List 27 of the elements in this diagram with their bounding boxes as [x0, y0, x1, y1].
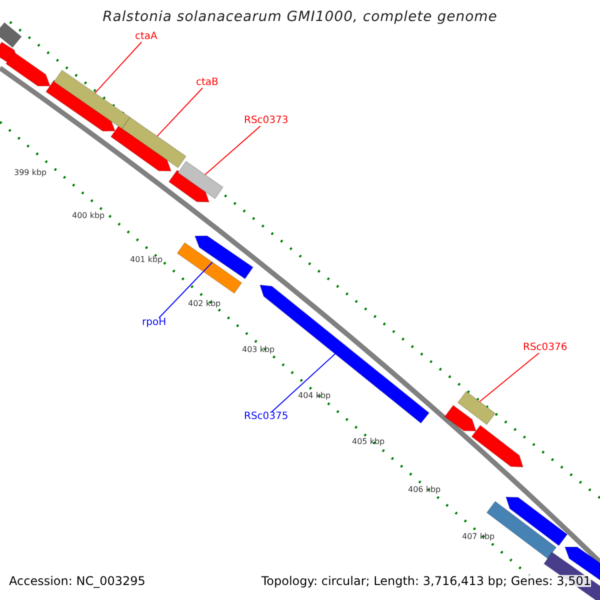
position-label: 403 kbp [242, 346, 275, 354]
leader-line [156, 88, 203, 137]
gene-feature [53, 70, 131, 130]
gene-label: RSc0376 [523, 343, 568, 353]
position-label: 405 kbp [352, 438, 385, 446]
gene-feature [177, 160, 224, 200]
genome-summary: Topology: circular; Length: 3,716,413 bp; Genes: 3,501 [261, 575, 591, 587]
gene-label: RSc0375 [244, 412, 288, 422]
gene-feature [121, 116, 187, 168]
gene-label: ctaA [135, 32, 158, 42]
position-label: 401 kbp [130, 256, 163, 264]
accession-text: Accession: NC_003295 [9, 575, 146, 587]
gene-feature [457, 390, 496, 426]
gene-label: rpoH [142, 318, 166, 328]
position-label: 404 kbp [298, 392, 331, 400]
leader-line [271, 344, 346, 412]
leader-line [94, 42, 142, 94]
leader-line [204, 126, 261, 176]
position-label: 400 kbp [72, 212, 105, 220]
leader-line [479, 352, 540, 402]
gene-label: RSc0373 [244, 116, 288, 126]
position-label: 407 kbp [462, 533, 495, 541]
gene-label: ctaB [196, 78, 218, 88]
gene-feature [176, 242, 242, 294]
map-title: Ralstonia solanacearum GMI1000, complete genome [102, 10, 498, 24]
position-label: 399 kbp [14, 169, 47, 177]
position-label: 406 kbp [408, 486, 441, 494]
